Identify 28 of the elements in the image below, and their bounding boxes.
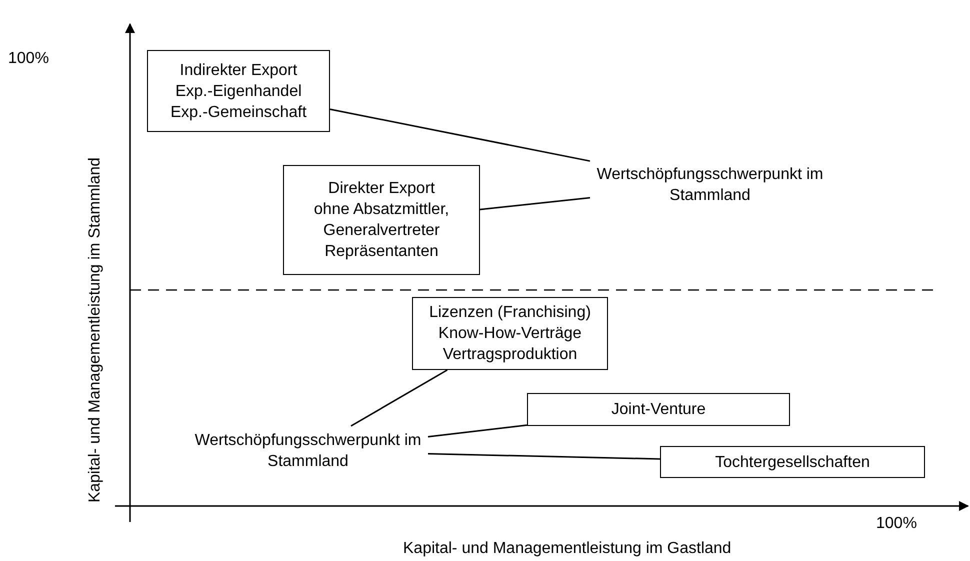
leader-line <box>428 452 660 460</box>
box-text: Generalvertreter <box>323 221 440 241</box>
leader-line <box>330 108 590 162</box>
box-text: Indirekter Export <box>180 60 298 80</box>
box-text: Joint-Venture <box>611 400 706 420</box>
axis-label: Kapital- und Managementleistung im Gastland <box>403 540 732 558</box>
box-text: Tochtergesellschaften <box>715 452 870 472</box>
box-text: Exp.-Eigenhandel <box>175 82 302 102</box>
category-box <box>527 393 790 426</box>
leader-line <box>428 424 528 438</box>
box-text: Repräsentanten <box>324 242 438 262</box>
box-text: Lizenzen (Franchising) <box>429 303 591 323</box>
annotation-line: Wertschöpfungsschwerpunkt im Stammland <box>596 165 824 206</box>
leader-line <box>350 369 448 427</box>
percent-label: 100% <box>8 50 49 68</box>
box-text: Know-How-Verträge <box>438 324 582 344</box>
category-box <box>412 297 608 370</box>
box-text: Direkter Export <box>328 179 435 199</box>
box-text: Vertragsproduktion <box>442 345 578 365</box>
category-box <box>147 50 330 132</box>
box-text: Exp.-Gemeinschaft <box>170 102 307 122</box>
category-box <box>283 165 480 275</box>
leader-line <box>480 197 590 210</box>
annotation-line: Wertschöpfungsschwerpunkt im Stammland <box>194 431 422 472</box>
axis-label: Kapital- und Managementleistung im Stammland <box>86 157 104 503</box>
box-text: ohne Absatzmittler, <box>314 200 450 220</box>
percent-label: 100% <box>876 515 917 533</box>
category-box <box>660 446 925 478</box>
